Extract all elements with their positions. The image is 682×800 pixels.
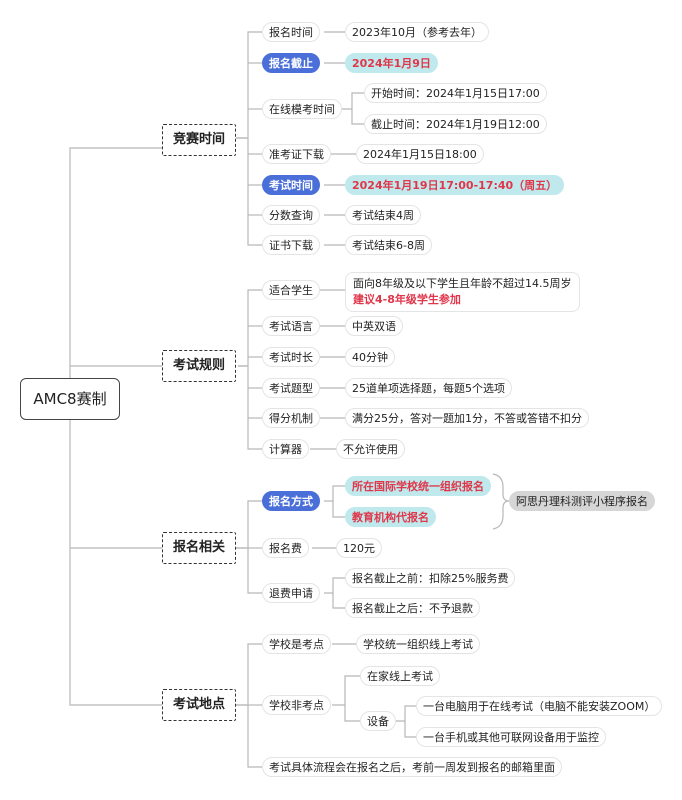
calculator-label: 计算器 (262, 439, 309, 459)
scoring-label: 得分机制 (262, 408, 320, 428)
section-exam-venue: 考试地点 (162, 689, 237, 721)
device-computer: 一台电脑用于在线考试（电脑不能安装ZOOM） (416, 696, 663, 716)
school-venue-label: 学校是考点 (262, 634, 331, 654)
registration-summary: 阿思丹理科测评小程序报名 (509, 491, 655, 511)
root-node: AMC8赛制 (20, 378, 120, 420)
exam-time-value: 2024年1月19日17:00-17:40（周五） (345, 175, 565, 195)
mock-exam-label: 在线模考时间 (262, 99, 342, 119)
exam-time-label: 考试时间 (262, 175, 320, 195)
mock-exam-start: 开始时间：2024年1月15日17:00 (364, 83, 547, 103)
refund-after-deadline: 报名截止之后：不予退款 (345, 598, 480, 618)
question-format-value: 25道单项选择题，每题5个选项 (345, 378, 512, 398)
refund-before-deadline: 报名截止之前：扣除25%服务费 (345, 568, 516, 588)
registration-option-school: 所在国际学校统一组织报名 (345, 476, 491, 496)
eligible-students-label: 适合学生 (262, 280, 320, 300)
school-venue-value: 学校统一组织线上考试 (356, 634, 480, 654)
registration-method-label: 报名方式 (262, 491, 320, 511)
exam-duration-label: 考试时长 (262, 347, 320, 367)
registration-time-value: 2023年10月（参考去年） (345, 22, 489, 42)
calculator-value: 不允许使用 (336, 439, 405, 459)
eligible-line-1: 面向8年级及以下学生且年龄不超过14.5周岁 (353, 277, 572, 290)
registration-time-label: 报名时间 (262, 22, 320, 42)
certificate-label: 证书下载 (262, 235, 320, 255)
registration-fee-label: 报名费 (262, 538, 309, 558)
eligible-students-value: 面向8年级及以下学生且年龄不超过14.5周岁 建议4-8年级学生参加 (345, 272, 580, 312)
section-registration: 报名相关 (162, 532, 237, 564)
admission-ticket-value: 2024年1月15日18:00 (356, 144, 484, 164)
certificate-value: 考试结束6-8周 (345, 235, 432, 255)
mock-exam-end: 截止时间：2024年1月19日12:00 (364, 114, 547, 134)
registration-fee-value: 120元 (336, 538, 382, 558)
admission-ticket-label: 准考证下载 (262, 144, 331, 164)
devices-label: 设备 (360, 711, 396, 731)
registration-deadline-value: 2024年1月9日 (345, 53, 438, 73)
question-format-label: 考试题型 (262, 378, 320, 398)
section-competition-time: 竞赛时间 (162, 124, 237, 156)
registration-deadline-label: 报名截止 (262, 53, 320, 73)
registration-option-agency: 教育机构代报名 (345, 507, 436, 527)
eligible-line-2: 建议4-8年级学生参加 (353, 293, 461, 306)
exam-duration-value: 40分钟 (345, 347, 395, 367)
section-exam-rules: 考试规则 (162, 350, 237, 382)
score-query-label: 分数查询 (262, 205, 320, 225)
refund-label: 退费申请 (262, 583, 320, 603)
scoring-value: 满分25分，答对一题加1分，不答或答错不扣分 (345, 408, 589, 428)
process-note: 考试具体流程会在报名之后，考前一周发到报名的邮箱里面 (262, 757, 562, 777)
school-not-venue-label: 学校非考点 (262, 695, 331, 715)
device-phone: 一台手机或其他可联网设备用于监控 (416, 727, 606, 747)
score-query-value: 考试结束4周 (345, 205, 421, 225)
exam-language-label: 考试语言 (262, 316, 320, 336)
home-online-exam: 在家线上考试 (360, 666, 440, 686)
exam-language-value: 中英双语 (345, 316, 403, 336)
